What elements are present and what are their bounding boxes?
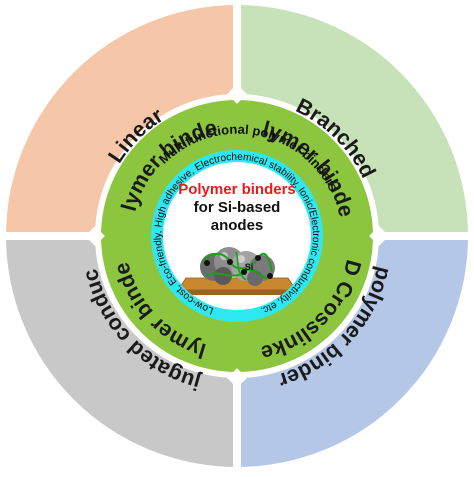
particle-highlight	[237, 255, 245, 263]
diamond-left	[85, 226, 105, 246]
diamond-top	[227, 84, 247, 104]
diamond-right	[369, 226, 389, 246]
si-label: Si	[245, 262, 254, 272]
binding-site	[204, 260, 210, 266]
binding-site	[255, 255, 261, 261]
binding-site	[267, 273, 273, 279]
binding-site	[241, 269, 247, 275]
binder-strand	[235, 251, 247, 281]
center-title: Polymer binders	[178, 181, 296, 198]
center-subtitle-2: anodes	[211, 217, 264, 234]
center-subtitle-1: for Si-based	[194, 199, 281, 216]
diamond-connectors	[85, 84, 389, 388]
current-collector-side	[178, 290, 296, 295]
binding-site	[227, 259, 233, 265]
si-particle	[214, 267, 232, 285]
si-anode-illustration: Si	[177, 247, 297, 295]
binder-strand	[202, 252, 273, 273]
current-collector	[177, 277, 297, 291]
diamond-bottom	[227, 368, 247, 388]
si-particle	[247, 270, 263, 286]
